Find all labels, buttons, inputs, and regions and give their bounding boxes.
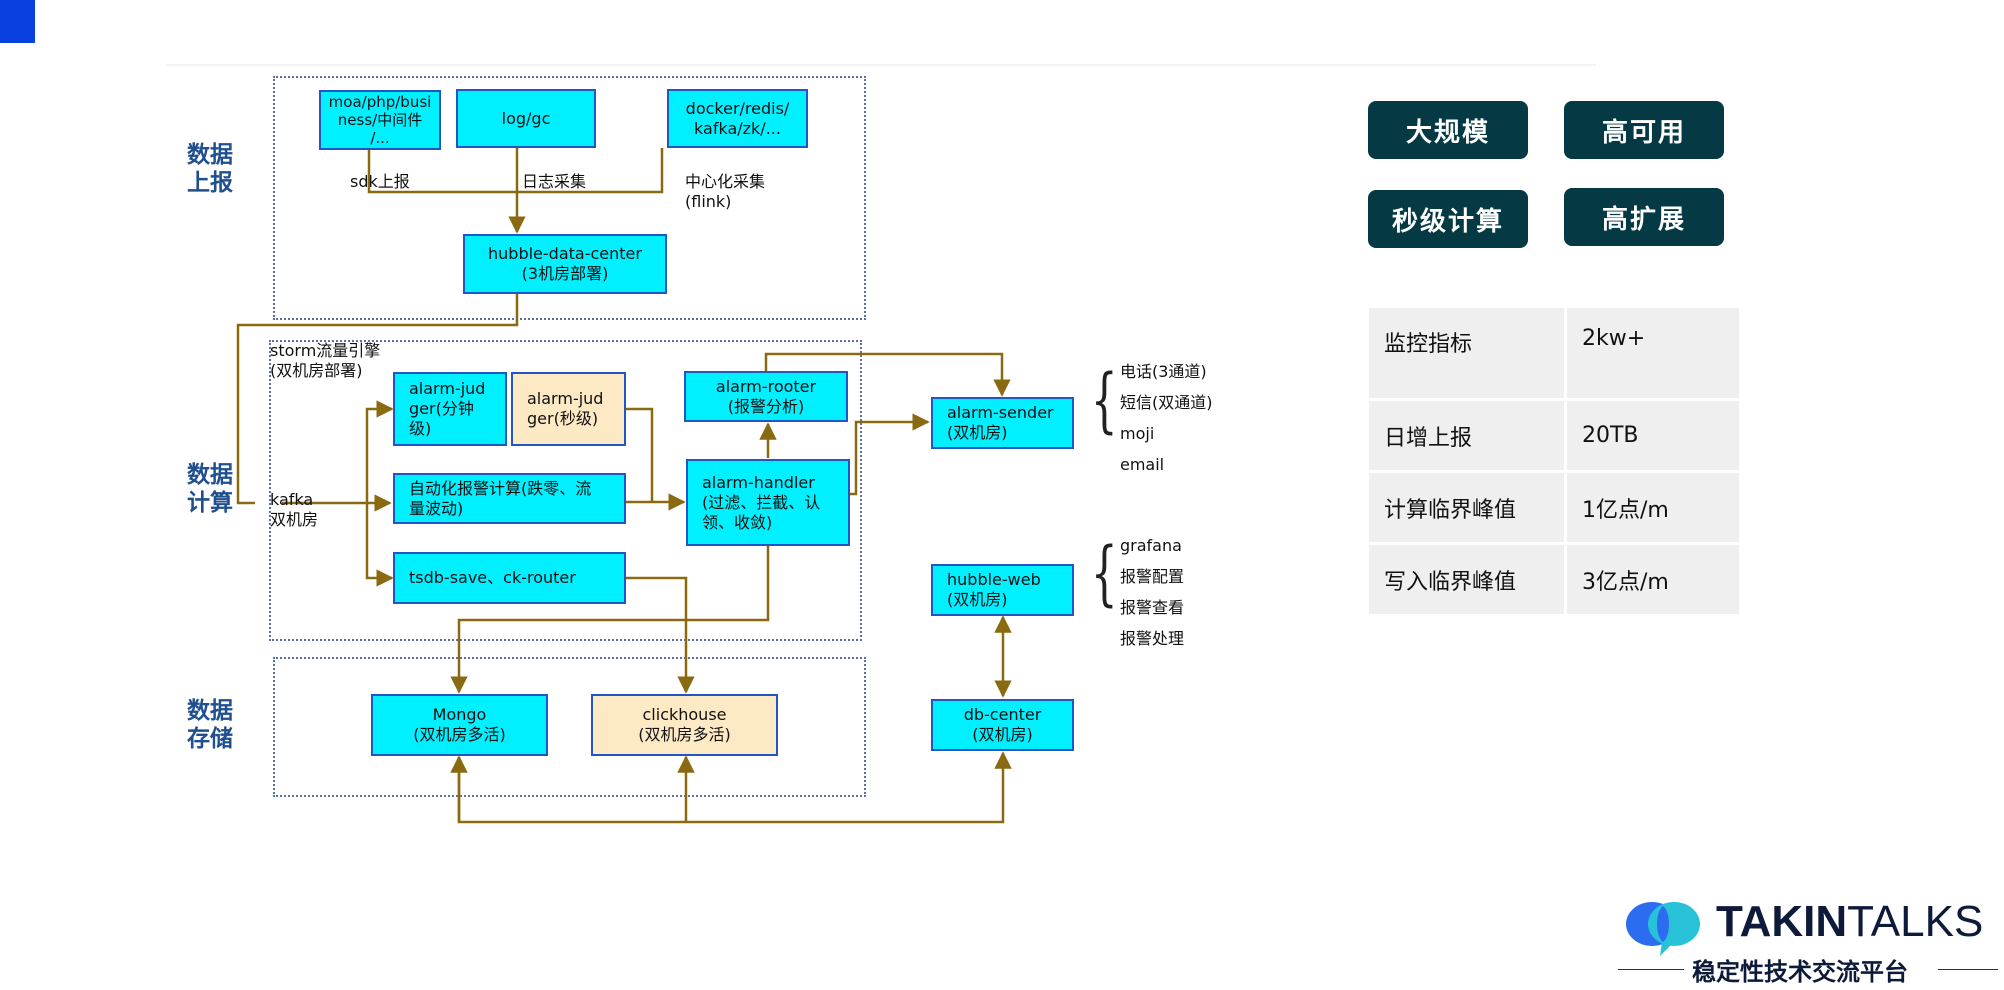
logo-wordmark: TAKINTALKS [1716,897,1984,946]
node-source-log[interactable]: log/gc [456,89,596,148]
stage-label-compute: 数据计算 [187,462,233,516]
edge-label-sdk: sdk上报 [350,172,410,191]
stage-label-storage: 数据存储 [187,698,233,752]
metric-key: 日增上报 [1369,401,1564,470]
edge-label-central: 中心化采集(flink) [685,172,766,211]
tag-high-availability: 高可用 [1564,101,1724,159]
metrics-row: 写入临界峰值 3亿点/m [1369,545,1739,614]
metrics-row: 日增上报 20TB [1369,401,1739,470]
stage-label-report: 数据上报 [187,142,233,196]
web-feature: grafana [1120,536,1182,555]
wire-rooter-to-sender [764,352,1011,397]
node-hubble-web[interactable]: hubble-web(双机房) [931,564,1074,616]
node-alarm-sender[interactable]: alarm-sender(双机房) [931,397,1074,449]
metrics-row: 监控指标 2kw+ [1369,308,1739,398]
web-feature: 报警处理 [1120,629,1185,648]
wire-judger-sec-to-handler [626,407,654,502]
tag-second-level-compute: 秒级计算 [1368,190,1528,248]
metric-key: 写入临界峰值 [1369,545,1564,614]
sender-channel: moji [1120,424,1155,443]
node-auto-alarm-compute[interactable]: 自动化报警计算(跌零、流量波动) [393,473,626,524]
node-tsdb-save[interactable]: tsdb-save、ck-router [393,552,626,604]
sender-channel-list: 电话(3通道) 短信(双通道) moji email [1120,356,1213,480]
wire-handler-to-mongo [450,546,770,694]
corner-accent-block [0,0,35,43]
brace-sender-channels: { [1090,359,1118,441]
zone-data-compute [269,340,862,641]
metric-value: 20TB [1567,401,1739,470]
node-source-docker[interactable]: docker/redis/kafka/zk/... [667,89,808,148]
metric-value: 2kw+ [1567,308,1739,398]
metric-key: 计算临界峰值 [1369,473,1564,542]
logo-rule-left [1618,969,1684,970]
sender-channel: email [1120,455,1165,474]
node-alarm-handler[interactable]: alarm-handler(过滤、拦截、认领、收敛) [686,459,850,546]
node-mongo[interactable]: Mongo(双机房多活) [371,694,548,756]
wire-datacenter-to-kafka [236,292,519,505]
logo-tagline: 稳定性技术交流平台 [1692,958,1908,986]
sender-channel: 短信(双通道) [1120,393,1213,412]
wire-kafka-to-tsdb [365,503,394,587]
node-alarm-rooter[interactable]: alarm-rooter(报警分析) [684,371,848,422]
metric-value: 3亿点/m [1567,545,1739,614]
web-feature-list: grafana 报警配置 报警查看 报警处理 [1120,530,1184,654]
node-clickhouse[interactable]: clickhouse(双机房多活) [591,694,778,756]
takintalks-logo: TAKINTALKS 稳定性技术交流平台 [1618,896,1998,986]
node-db-center[interactable]: db-center(双机房) [931,699,1074,751]
brace-web-features: { [1090,532,1118,614]
tag-high-scalability: 高扩展 [1564,188,1724,246]
wire-bottom-bus [457,751,1012,824]
web-feature: 报警配置 [1120,567,1185,586]
web-feature: 报警查看 [1120,598,1185,617]
metrics-table: 监控指标 2kw+ 日增上报 20TB 计算临界峰值 1亿点/m 写入临界峰值 … [1366,305,1742,617]
storm-engine-label: storm流量引擎(双机房部署) [270,341,381,380]
header-divider [166,64,1596,66]
wire-sdk [367,148,664,194]
wire-kafka-to-judger [365,400,394,503]
wire-tsdb-to-clickhouse [626,576,695,694]
speech-bubble-logo-icon [1626,902,1700,956]
edge-label-log: 日志采集 [522,172,587,191]
node-hubble-data-center[interactable]: hubble-data-center(3机房部署) [463,234,667,294]
logo-rule-right [1938,969,1998,970]
zone-data-storage [273,657,866,797]
metrics-row: 计算临界峰值 1亿点/m [1369,473,1739,542]
metric-value: 1亿点/m [1567,473,1739,542]
zone-data-report [273,76,866,320]
tag-large-scale: 大规模 [1368,101,1528,159]
metric-key: 监控指标 [1369,308,1564,398]
sender-channel: 电话(3通道) [1120,362,1207,381]
